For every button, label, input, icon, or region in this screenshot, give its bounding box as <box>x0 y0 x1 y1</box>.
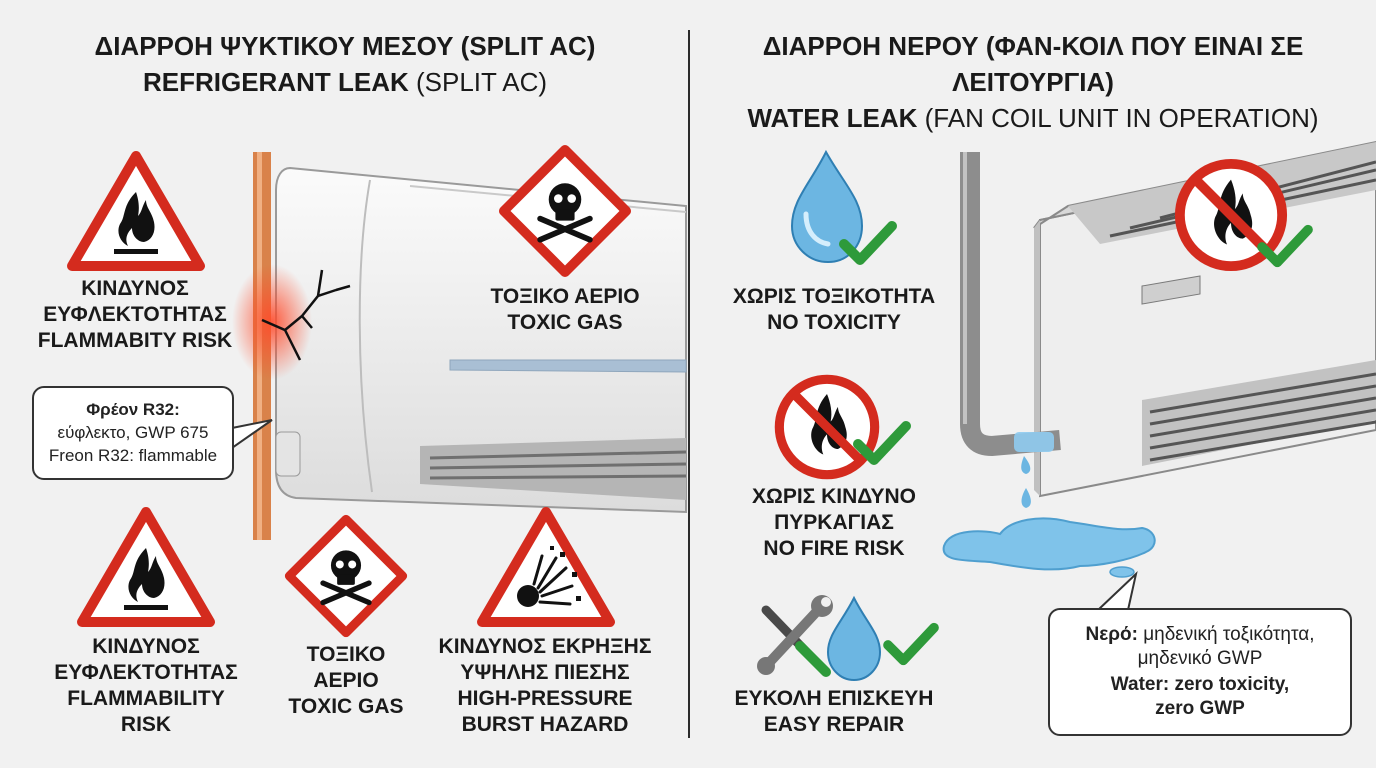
toxic-gas-label-top: ΤΟΞΙΚΟ ΑΕΡΙΟ TOXIC GAS <box>460 284 670 336</box>
flammability-label-top: ΚΙΝΔΥΝΟΣ ΕΥΦΛΕΚΤΟΤΗΤΑΣ FLAMMABITY RISK <box>20 276 250 354</box>
label-line: ΤΟΞΙΚΟ ΑΕΡΙΟ <box>490 285 640 308</box>
left-title-english: REFRIGERANT LEAK <box>142 67 409 97</box>
callout-title: Φρέον R32: <box>86 400 180 419</box>
callout-line: μηδενική τοξικότητα, <box>1143 624 1315 645</box>
label-line: HIGH-PRESSURE <box>457 687 633 710</box>
right-heading: ΔΙΑΡΡΟΗ ΝΕΡΟΥ (ΦΑΝ-ΚΟΙΛ ΠΟΥ ΕΙΝΑΙ ΣΕ ΛΕΙ… <box>700 28 1366 136</box>
label-line: NO TOXICITY <box>767 311 901 334</box>
label-line: ΑΕΡΙΟ <box>313 669 379 692</box>
label-line: ΚΙΝΔΥΝΟΣ <box>92 635 200 658</box>
left-heading: ΔΙΑΡΡΟΗ ΨΥΚΤΙΚΟΥ ΜΕΣΟΥ (SPLIT AC) REFRIG… <box>30 28 660 100</box>
callout-tail-right <box>1095 571 1138 611</box>
right-title-english-rest: (FAN COIL UNIT IN OPERATION) <box>924 103 1319 133</box>
no-fire-icon <box>779 379 874 474</box>
flammable-warning-icon-bottom <box>82 512 210 622</box>
explosion-warning-icon <box>482 512 610 622</box>
flammability-label-bottom: ΚΙΝΔΥΝΟΣ ΕΥΦΛΕΚΤΟΤΗΤΑΣ FLAMMABILITY RISK <box>30 634 262 738</box>
r32-callout: Φρέον R32: εύφλεκτο, GWP 675 Freon R32: … <box>32 386 234 480</box>
check-icon-3 <box>888 628 934 661</box>
toxic-skull-icon-bottom <box>289 519 402 632</box>
callout-water-title: Νερό: <box>1085 624 1138 645</box>
water-puddle <box>942 456 1156 578</box>
label-line: ΚΙΝΔΥΝΟΣ ΕΚΡΗΞΗΣ <box>438 635 652 658</box>
callout-line: zero GWP <box>1155 698 1245 719</box>
label-line: ΥΨΗΛΗΣ ΠΙΕΣΗΣ <box>460 661 630 684</box>
label-line: FLAMMABITY RISK <box>37 329 233 352</box>
label-line: NO FIRE RISK <box>763 537 905 560</box>
left-title-greek: ΔΙΑΡΡΟΗ ΨΥΚΤΙΚΟΥ ΜΕΣΟΥ (SPLIT AC) <box>94 31 596 61</box>
callout-line: Freon R32: flammable <box>48 446 218 465</box>
label-line: TOXIC GAS <box>288 695 404 718</box>
water-drop-icon <box>790 149 864 264</box>
no-toxicity-label: ΧΩΡΙΣ ΤΟΞΙΚΟΤΗΤΑ NO TOXICITY <box>718 284 950 336</box>
label-line: ΧΩΡΙΣ ΤΟΞΙΚΟΤΗΤΑ <box>732 285 936 308</box>
flammable-warning-icon <box>72 156 200 266</box>
label-line: ΠΥΡΚΑΓΙΑΣ <box>774 511 894 534</box>
label-line: ΕΥΚΟΛΗ ΕΠΙΣΚΕΥΗ <box>734 687 934 710</box>
tools-icon <box>757 595 833 677</box>
left-title-english-rest: (SPLIT AC) <box>416 67 548 97</box>
label-line: TOXIC GAS <box>507 311 623 334</box>
center-divider <box>688 30 690 738</box>
water-pipe <box>960 152 1061 457</box>
callout-line: εύφλεκτο, GWP 675 <box>57 423 209 442</box>
label-line: ΕΥΦΛΕΚΤΟΤΗΤΑΣ <box>43 303 227 326</box>
toxic-gas-label-bottom: ΤΟΞΙΚΟ ΑΕΡΙΟ TOXIC GAS <box>276 642 416 720</box>
callout-line: μηδενικό GWP <box>1137 648 1263 669</box>
right-title-greek: ΔΙΑΡΡΟΗ ΝΕΡΟΥ (ΦΑΝ-ΚΟΙΛ ΠΟΥ ΕΙΝΑΙ ΣΕ ΛΕΙ… <box>762 31 1304 97</box>
label-line: ΤΟΞΙΚΟ <box>306 643 386 666</box>
refrigerant-leak-crack <box>232 264 351 380</box>
callout-line: Water: zero toxicity, <box>1110 674 1290 695</box>
label-line: FLAMMABILITY <box>67 687 225 710</box>
label-line: RISK <box>120 713 172 736</box>
label-line: ΧΩΡΙΣ ΚΙΝΔΥΝΟ <box>752 485 916 508</box>
label-line: ΕΥΦΛΕΚΤΟΤΗΤΑΣ <box>54 661 238 684</box>
no-fire-risk-label: ΧΩΡΙΣ ΚΙΝΔΥΝΟ ΠΥΡΚΑΓΙΑΣ NO FIRE RISK <box>718 484 950 562</box>
water-callout: Νερό: μηδενική τοξικότητα, μηδενικό GWP … <box>1048 608 1352 736</box>
label-line: BURST HAZARD <box>461 713 629 736</box>
water-drop-icon-small <box>826 595 882 682</box>
label-line: ΚΙΝΔΥΝΟΣ <box>81 277 189 300</box>
explosion-label: ΚΙΝΔΥΝΟΣ ΕΚΡΗΞΗΣ ΥΨΗΛΗΣ ΠΙΕΣΗΣ HIGH-PRES… <box>430 634 660 738</box>
label-line: EASY REPAIR <box>763 713 905 736</box>
easy-repair-label: ΕΥΚΟΛΗ ΕΠΙΣΚΕΥΗ EASY REPAIR <box>718 686 950 738</box>
split-ac-unit <box>275 166 687 514</box>
right-title-english: WATER LEAK <box>747 103 918 133</box>
